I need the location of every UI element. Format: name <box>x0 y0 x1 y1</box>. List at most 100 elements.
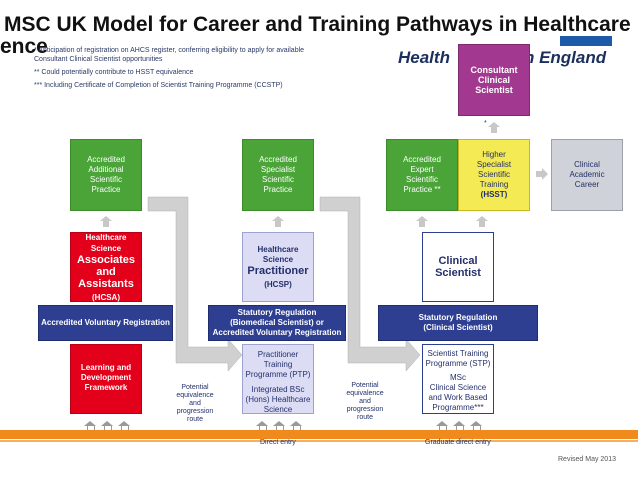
footer-bar <box>0 430 638 439</box>
hsst-box: Higher Specialist Scientific Training (H… <box>458 139 530 211</box>
equiv1-line-1: Potential <box>181 384 209 391</box>
col1-green-line-1: Accredited <box>87 155 125 164</box>
equivalence-route-label-1: Potential equivalence and progression ro… <box>170 384 220 424</box>
ptp-line-3: Integrated BSc <box>251 385 305 394</box>
clinical-academic-career-box: Clinical Academic Career <box>551 139 623 211</box>
hcsp-line-4: (HCSP) <box>264 279 292 289</box>
hcsp-line-3: Practitioner <box>247 264 309 277</box>
stp-line-5: and Work Based <box>428 393 488 402</box>
cac-line-1: Clinical <box>574 160 600 169</box>
col1-green-line-3: Scientific <box>89 175 122 184</box>
col2-green-line-4: Practice <box>263 185 293 194</box>
hcsa-line-4: and Assistants <box>78 265 134 290</box>
equiv2-line-4: progression <box>346 406 384 413</box>
equiv1-line-4: progression <box>176 408 214 415</box>
col3-green-line-4: Practice ** <box>403 185 441 194</box>
progression-route-arrow-2 <box>319 196 421 372</box>
footer-line <box>0 440 638 442</box>
ptp-box: Practitioner Training Programme (PTP) In… <box>242 344 314 414</box>
hcsa-line-2: Science <box>90 243 122 253</box>
note-2: ** Could potentially contribute to HSST … <box>34 69 194 76</box>
col1-green-line-2: Additional <box>88 165 124 174</box>
equiv1-line-3: and <box>189 400 201 407</box>
consultant-line-3: Scientist <box>475 85 513 95</box>
accredited-expert-scientific-practice-box: Accredited Expert Scientific Practice ** <box>386 139 458 211</box>
cs-line-2: Scientist <box>435 267 481 279</box>
sr-cs-line-1: Statutory Regulation <box>418 313 498 322</box>
brand-tail: n England <box>523 48 607 67</box>
ldf-line-2: Development <box>80 373 132 382</box>
consultant-line-2: Clinical <box>477 75 510 85</box>
revised-date: Revised May 2013 <box>558 456 616 463</box>
consultant-line-1: Consultant <box>470 65 518 75</box>
equiv2-line-1: Potential <box>351 382 379 389</box>
page-title-continued: ence <box>0 35 48 58</box>
col2-green-line-1: Accredited <box>259 155 297 164</box>
ptp-line-4: (Hons) Healthcare <box>245 395 311 404</box>
learning-development-framework-box: Learning and Development Framework <box>70 344 142 414</box>
hcsa-line-1: Healthcare <box>85 232 127 242</box>
cac-line-3: Career <box>574 180 600 189</box>
hcsp-box: Healthcare Science Practitioner (HCSP) <box>242 232 314 302</box>
stp-line-6: Programme*** <box>432 403 484 412</box>
brand-mark <box>560 36 612 46</box>
equiv2-line-5: route <box>357 414 373 421</box>
note-3: *** Including Certificate of Completion … <box>34 82 283 89</box>
sr-bio-line-3: Accredited Voluntary Registration <box>212 328 342 337</box>
progression-route-arrow-1 <box>147 196 243 372</box>
direct-entry-label: Direct entry <box>260 439 296 446</box>
up-arrow-icon <box>416 216 428 227</box>
sr-bio-line-1: Statutory Regulation <box>237 308 317 317</box>
statutory-regulation-clinical-box: Statutory Regulation (Clinical Scientist… <box>378 305 538 341</box>
hsst-line-3: Scientific <box>477 170 510 179</box>
ptp-line-2: Programme (PTP) <box>245 370 311 379</box>
equivalence-route-label-2: Potential equivalence and progression ro… <box>340 382 390 422</box>
consultant-clinical-scientist-box: Consultant Clinical Scientist <box>458 44 530 116</box>
stp-line-1: Scientist Training <box>427 349 489 358</box>
equiv1-line-2: equivalence <box>176 392 214 399</box>
ptp-line-5: Science <box>263 405 293 414</box>
stp-line-2: Programme (STP) <box>425 359 491 368</box>
clinical-scientist-box: Clinical Scientist <box>422 232 494 302</box>
col2-green-line-3: Scientific <box>261 175 294 184</box>
col3-green-line-2: Expert <box>410 165 434 174</box>
up-arrow-icon <box>100 216 112 227</box>
hsst-line-2: Specialist <box>476 160 512 169</box>
stp-line-4: Clinical Science <box>429 383 487 392</box>
note-1: * Anticipation of registration on AHCS r… <box>34 47 305 63</box>
col3-green-line-3: Scientific <box>405 175 438 184</box>
accredited-additional-scientific-practice-box: Accredited Additional Scientific Practic… <box>70 139 142 211</box>
col1-green-line-4: Practice <box>91 185 121 194</box>
accredited-voluntary-registration-box: Accredited Voluntary Registration <box>38 305 173 341</box>
footnotes: * Anticipation of registration on AHCS r… <box>34 46 334 92</box>
ldf-line-3: Framework <box>84 383 128 392</box>
sr-cs-line-2: (Clinical Scientist) <box>423 323 493 332</box>
statutory-regulation-biomedical-box: Statutory Regulation (Biomedical Scienti… <box>208 305 346 341</box>
sr-bio-line-2: (Biomedical Scientist) or <box>230 318 324 327</box>
ldf-line-1: Learning and <box>80 363 132 372</box>
col3-green-line-1: Accredited <box>403 155 441 164</box>
equiv2-line-3: and <box>359 398 371 405</box>
hcsa-box: Healthcare Science Associates and Assist… <box>70 232 142 302</box>
brand-logo-text: Health n England <box>398 48 606 68</box>
col2-green-line-2: Specialist <box>260 165 296 174</box>
cs-line-1: Clinical <box>438 255 478 267</box>
up-arrow-icon <box>488 122 500 133</box>
ptp-line-1: Practitioner Training <box>257 350 299 369</box>
hsst-line-5: (HSST) <box>480 190 508 199</box>
hcsp-line-2: Science <box>262 254 294 264</box>
cac-line-2: Academic <box>569 170 605 179</box>
accredited-specialist-scientific-practice-box: Accredited Specialist Scientific Practic… <box>242 139 314 211</box>
up-arrow-icon <box>272 216 284 227</box>
brand-word: Health <box>398 48 450 67</box>
equiv2-line-2: equivalence <box>346 390 384 397</box>
hcsa-line-3: Associates <box>76 253 136 266</box>
consultant-asterisk: * <box>484 120 487 127</box>
stp-box: Scientist Training Programme (STP) MSc C… <box>422 344 494 414</box>
hsst-line-4: Training <box>479 180 509 189</box>
right-arrow-icon <box>536 168 548 180</box>
stp-line-3: MSc <box>450 373 466 382</box>
avr-label: Accredited Voluntary Registration <box>41 318 170 327</box>
up-arrow-icon <box>476 216 488 227</box>
hcsp-line-1: Healthcare <box>257 244 299 254</box>
